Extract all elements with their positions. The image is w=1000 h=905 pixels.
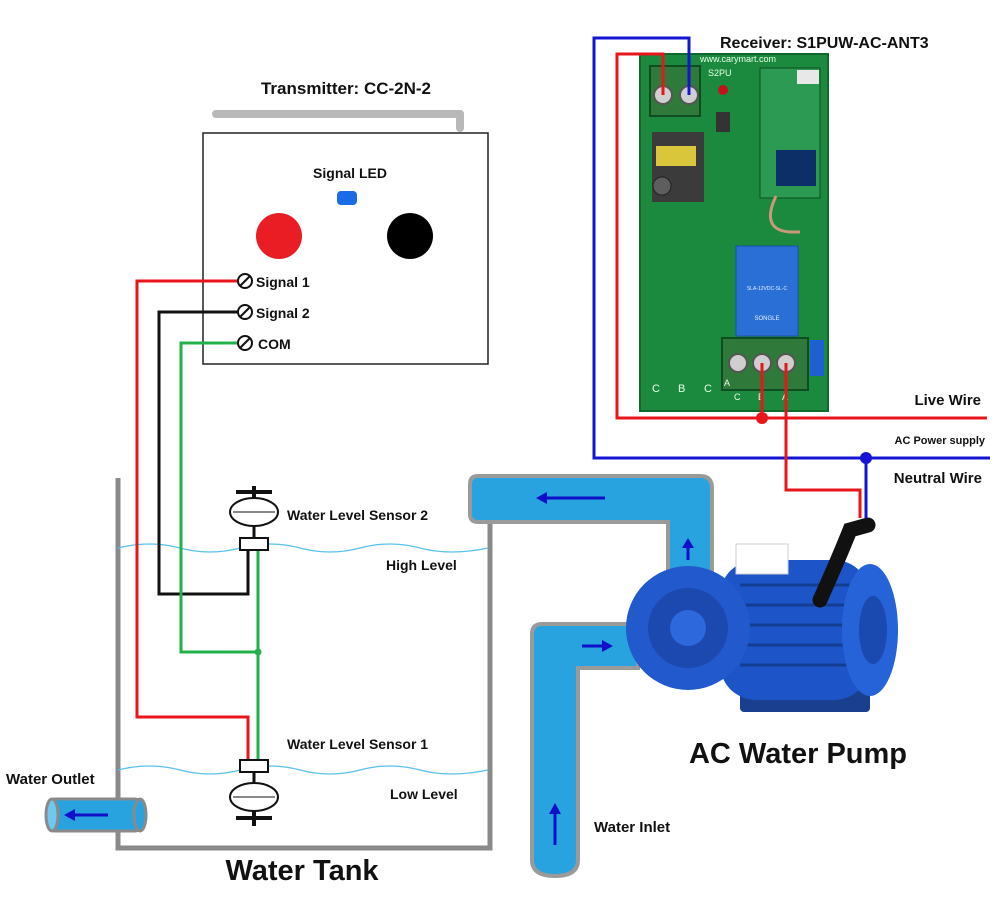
low-level-waterline bbox=[117, 765, 489, 775]
water-tank-title: Water Tank bbox=[225, 855, 379, 887]
terminal-letter: C bbox=[652, 383, 660, 395]
pump-title: AC Water Pump bbox=[689, 738, 907, 770]
water-outlet-label: Water Outlet bbox=[6, 771, 95, 788]
pump-discharge-pipe bbox=[468, 474, 714, 582]
transmitter-title: Transmitter: CC-2N-2 bbox=[261, 79, 431, 98]
float-sensor-1 bbox=[229, 759, 279, 826]
relay-to-pump-wire bbox=[784, 363, 862, 518]
signal-wires bbox=[135, 279, 262, 760]
terminal-letter: B bbox=[678, 383, 685, 395]
signal-led-label: Signal LED bbox=[313, 165, 387, 181]
sensor1-label: Water Level Sensor 1 bbox=[287, 736, 428, 752]
signal-led bbox=[337, 191, 357, 205]
signal1-wire bbox=[135, 279, 250, 760]
tank-walls bbox=[115, 478, 493, 851]
terminal-letter: A bbox=[724, 378, 730, 388]
black-button[interactable] bbox=[387, 213, 433, 259]
pump-inlet-pipe bbox=[530, 622, 640, 879]
live-wire-label: Live Wire bbox=[914, 392, 981, 409]
live-junction bbox=[756, 412, 768, 424]
signal2-label: Signal 2 bbox=[256, 305, 310, 321]
rf-chip bbox=[776, 150, 816, 186]
high-level-waterline bbox=[117, 543, 489, 553]
low-level-label: Low Level bbox=[390, 786, 458, 802]
float-sensor-2 bbox=[229, 486, 279, 551]
receiver-url: www.carymart.com bbox=[699, 54, 776, 64]
water-outlet-pipe bbox=[44, 797, 148, 833]
com-wire bbox=[179, 341, 258, 654]
sensor2-label: Water Level Sensor 2 bbox=[287, 507, 428, 523]
high-level-label: High Level bbox=[386, 557, 457, 573]
power-wires bbox=[592, 36, 990, 518]
live-wire bbox=[615, 52, 987, 420]
transmitter-terminals bbox=[237, 273, 253, 351]
com-label: COM bbox=[258, 336, 291, 352]
terminal-screw-com bbox=[237, 335, 253, 351]
receiver-title: Receiver: S1PUW-AC-ANT3 bbox=[720, 35, 929, 52]
relay-brand: SONGLE bbox=[754, 316, 779, 322]
receiver-board: SONGLE SLA-12VDC-SL-C www.carymart.com S… bbox=[639, 53, 829, 412]
neutral-wire bbox=[592, 36, 990, 460]
relay-model: SLA-12VDC-SL-C bbox=[747, 286, 788, 292]
terminal-screw-signal1 bbox=[237, 273, 253, 289]
receiver-antenna-wire bbox=[768, 195, 800, 234]
relay bbox=[735, 245, 799, 337]
ac-power-supply-label: AC Power supply bbox=[895, 435, 986, 447]
water-inlet-label: Water Inlet bbox=[594, 819, 670, 836]
signal2-wire bbox=[157, 310, 250, 596]
terminal-screw-signal2 bbox=[237, 304, 253, 320]
terminal-letter: C bbox=[734, 392, 741, 402]
pump-power-cable bbox=[812, 517, 876, 608]
red-button[interactable] bbox=[256, 213, 302, 259]
labels: Transmitter: CC-2N-2 Signal LED Signal 1… bbox=[6, 35, 986, 887]
signal1-label: Signal 1 bbox=[256, 274, 310, 290]
receiver-led bbox=[718, 85, 728, 95]
terminal-letter: C bbox=[704, 383, 712, 395]
transmitter-housing bbox=[202, 132, 489, 365]
receiver-model-label: S2PU bbox=[708, 68, 732, 78]
transmitter bbox=[202, 110, 489, 365]
pump-nameplate bbox=[735, 543, 789, 575]
neutral-junction bbox=[860, 452, 872, 464]
ac-water-pump bbox=[626, 517, 898, 712]
neutral-wire-label: Neutral Wire bbox=[894, 470, 982, 487]
